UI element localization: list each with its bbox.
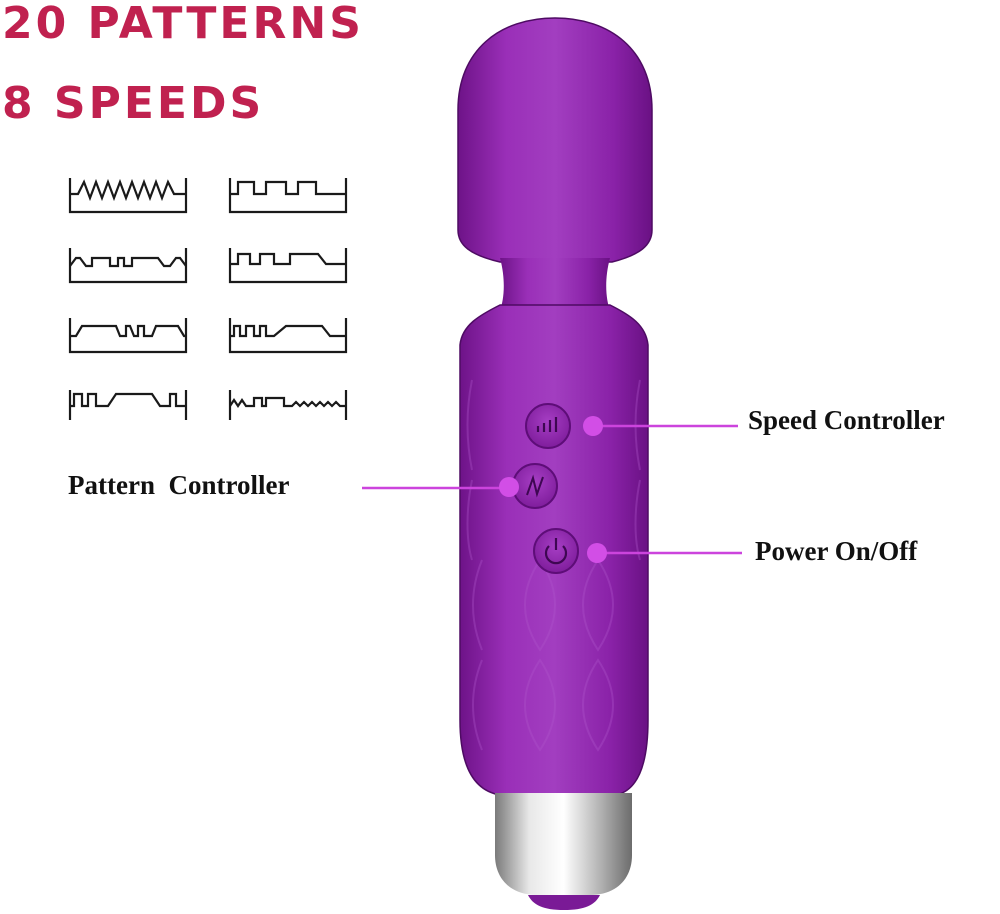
chrome-tip (495, 793, 632, 910)
mixed-wave-pattern-icon-1 (68, 248, 188, 284)
mixed-wave-pattern-icon-2 (68, 318, 188, 354)
step-pattern-icon-1 (228, 248, 348, 284)
power-callout-line (587, 543, 742, 563)
zigzag-pattern-icon (68, 178, 188, 214)
power-label: Power On/Off (755, 536, 918, 566)
headline-patterns: 20 PATTERNS (2, 0, 364, 49)
pattern-controller-button[interactable] (512, 463, 558, 509)
wave-icon (526, 474, 544, 498)
power-icon (544, 538, 568, 565)
speed-controller-label: Speed Controller (748, 405, 945, 435)
pattern-controller-label: Pattern Controller (68, 470, 290, 500)
device-head (457, 17, 653, 263)
mixed-wave-pattern-icon-3 (68, 390, 188, 420)
zigzag-square-mixed-pattern-icon (228, 390, 348, 420)
device-neck (500, 258, 610, 310)
power-button[interactable] (533, 528, 579, 574)
pattern-callout-line (362, 477, 519, 497)
signal-bars-icon (536, 417, 558, 432)
headline-speeds: 8 SPEEDS (2, 78, 265, 129)
pattern-icon-grid (66, 170, 356, 420)
step-pattern-icon-2 (228, 318, 348, 354)
speed-controller-button[interactable] (525, 403, 571, 449)
square-pulse-pattern-icon (228, 178, 348, 214)
speed-callout-line (583, 416, 738, 436)
